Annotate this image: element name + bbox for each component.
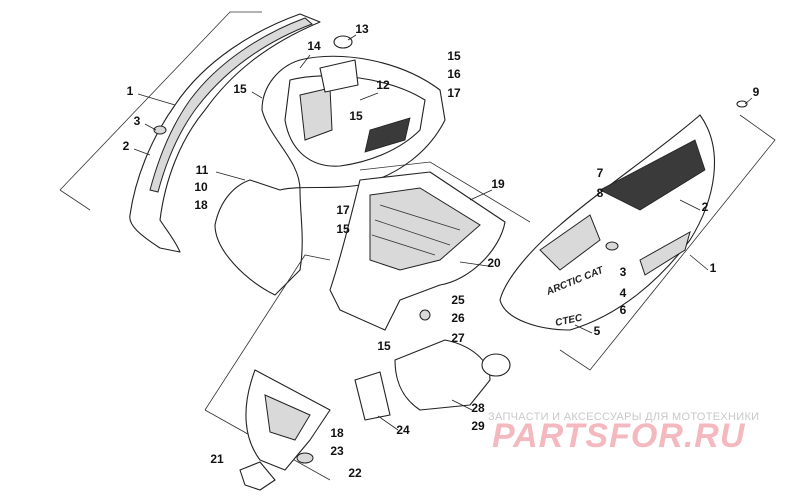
callout-label: 13 [355, 22, 369, 36]
watermark-tagline: ЗАПЧАСТИ И АКСЕССУАРЫ ДЛЯ МОТОТЕХНИКИ [488, 411, 759, 423]
left-bracket-line [59, 11, 262, 191]
tray-rib-lines [371, 204, 461, 256]
callout-label: 15 [349, 109, 363, 123]
leader-1-right [689, 254, 709, 271]
callout-label: 2 [702, 200, 709, 214]
right-panel-insert [639, 230, 691, 276]
callout-label: 15 [233, 82, 247, 96]
callout-label: 6 [620, 303, 627, 317]
hood-tray [329, 161, 531, 331]
callout-label: 2 [123, 139, 130, 153]
callout-label: 5 [594, 324, 601, 338]
callout-labels: 1321110181514131516171215171519202526271… [123, 22, 760, 480]
leader-12 [359, 92, 379, 101]
callout-label: 7 [597, 166, 604, 180]
callout-label: 28 [471, 401, 485, 415]
right-panel-fastener [736, 100, 748, 108]
callout-label: 8 [597, 186, 604, 200]
intake-clamp-ring [481, 353, 511, 377]
callout-label: 15 [377, 339, 391, 353]
right-bracket-line [559, 114, 776, 371]
callout-label: 24 [396, 423, 410, 437]
leader-11 [215, 171, 246, 181]
air-intake-duct [394, 339, 491, 411]
callout-label: 26 [451, 311, 465, 325]
tray-bracket-line [359, 161, 531, 223]
nose-cone-opening [264, 394, 311, 441]
hood-bracket [319, 59, 359, 93]
left-bracket-line-lower [59, 189, 91, 211]
right-panel-grommet [605, 241, 619, 251]
right-side-panel-group: ARCTIC CAT CTEC [499, 100, 776, 371]
callout-label: 15 [336, 222, 350, 236]
callout-label: 11 [196, 163, 209, 177]
callout-label: 17 [447, 86, 461, 100]
intake-gasket [354, 371, 391, 421]
leader-2-left [133, 148, 151, 156]
hood-cap [333, 35, 353, 49]
intake-fastener [419, 309, 431, 321]
callout-label: 21 [210, 452, 224, 466]
hood-vent-left [299, 87, 333, 141]
callout-label: 3 [134, 114, 141, 128]
callout-label: 23 [330, 444, 344, 458]
callout-label: 4 [620, 286, 627, 300]
nose-bracket [239, 461, 276, 491]
leader-5 [574, 324, 593, 334]
callout-label: 18 [330, 426, 344, 440]
right-panel-graphic [599, 139, 706, 211]
callout-label: 1 [710, 261, 717, 275]
leader-2-right [679, 199, 701, 211]
hood-tray-ribs [369, 187, 481, 271]
leader-1-left [137, 93, 176, 106]
lower-nose-group [204, 254, 331, 491]
callout-label: 14 [307, 39, 321, 53]
left-panel-grommet [153, 125, 167, 135]
callout-label: 1 [127, 84, 134, 98]
callout-label: 19 [491, 177, 505, 191]
callout-label: 15 [447, 49, 461, 63]
watermark-brand: PARTSFOR.RU [492, 417, 746, 455]
callout-label: 29 [471, 419, 485, 433]
hood-vent-right [364, 117, 411, 153]
left-side-panel [129, 13, 321, 253]
callout-label: 20 [487, 256, 501, 270]
air-intake-group [354, 309, 511, 421]
lower-bracket-line [204, 254, 331, 411]
leader-28 [451, 399, 473, 411]
callout-label: 3 [620, 265, 627, 279]
callout-label: 17 [336, 203, 350, 217]
leader-24 [377, 415, 399, 431]
leader-9 [744, 97, 753, 105]
callout-label: 16 [447, 67, 461, 81]
leader-15-top [251, 91, 263, 99]
leader-lines [133, 34, 753, 431]
right-panel-graphic-lower [539, 214, 601, 271]
leader-13 [347, 34, 357, 41]
callout-label: 25 [451, 293, 465, 307]
leader-14 [299, 54, 311, 69]
callout-label: 22 [348, 466, 362, 480]
leader-20 [459, 261, 489, 267]
left-panel-trim [149, 17, 313, 193]
callout-label: 18 [194, 198, 208, 212]
left-side-panel-group [59, 11, 321, 253]
leader-3-left [144, 123, 157, 131]
callout-label: 9 [753, 85, 760, 99]
callout-label: 12 [376, 78, 390, 92]
callout-label: 27 [451, 331, 465, 345]
hood-assembly [214, 35, 446, 296]
nose-grommet [296, 452, 314, 464]
callout-label: 10 [194, 180, 208, 194]
leader-19 [469, 189, 493, 201]
